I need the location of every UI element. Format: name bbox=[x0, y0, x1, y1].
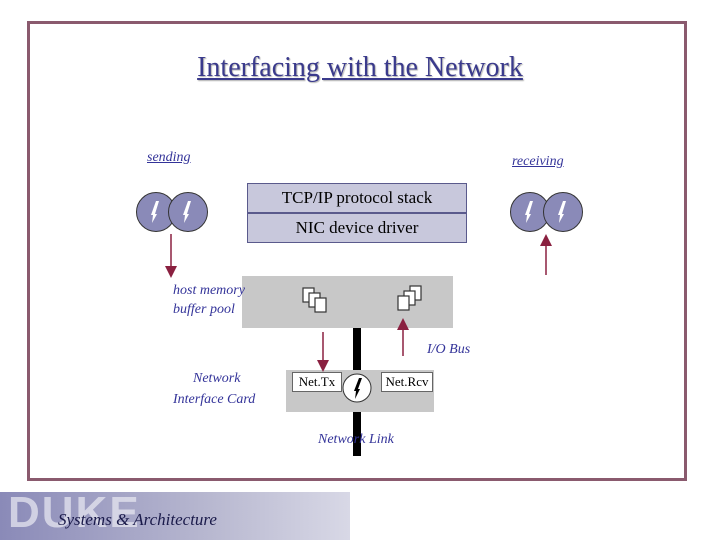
receiving-thread-2 bbox=[543, 192, 583, 232]
nic-thread-icon bbox=[342, 373, 372, 403]
slide-title: Interfacing with the Network bbox=[197, 52, 523, 83]
net-tx-box: Net.Tx bbox=[292, 372, 342, 392]
network-link-label: Network Link bbox=[318, 432, 394, 447]
footer-text: Systems & Architecture bbox=[58, 510, 217, 529]
duke-logo: DUKE bbox=[8, 488, 141, 537]
nic-label-line2: Interface Card bbox=[173, 392, 256, 407]
sending-label: sending bbox=[147, 150, 191, 165]
thread-bolt-icon bbox=[558, 201, 566, 223]
send-buffers-icon bbox=[302, 287, 327, 313]
io-bus-label: I/O Bus bbox=[427, 342, 471, 357]
net-rcv-box: Net.Rcv bbox=[381, 372, 433, 392]
buffer-pool-label: buffer pool bbox=[173, 302, 235, 317]
thread-bolt-icon bbox=[525, 201, 533, 223]
host-memory-label: host memory bbox=[173, 283, 245, 298]
thread-bolt-icon bbox=[183, 201, 191, 223]
receive-buffers-icon bbox=[397, 285, 422, 311]
footer-banner: DUKE Systems & Architecture bbox=[0, 488, 350, 540]
tcp-ip-stack-box: TCP/IP protocol stack bbox=[247, 183, 467, 213]
receiving-label: receiving bbox=[512, 154, 564, 169]
host-memory-region bbox=[242, 276, 453, 328]
sending-thread-2 bbox=[168, 192, 208, 232]
nic-driver-box: NIC device driver bbox=[247, 213, 467, 243]
thread-bolt-icon bbox=[151, 201, 159, 223]
nic-label-line1: Network bbox=[193, 371, 241, 386]
